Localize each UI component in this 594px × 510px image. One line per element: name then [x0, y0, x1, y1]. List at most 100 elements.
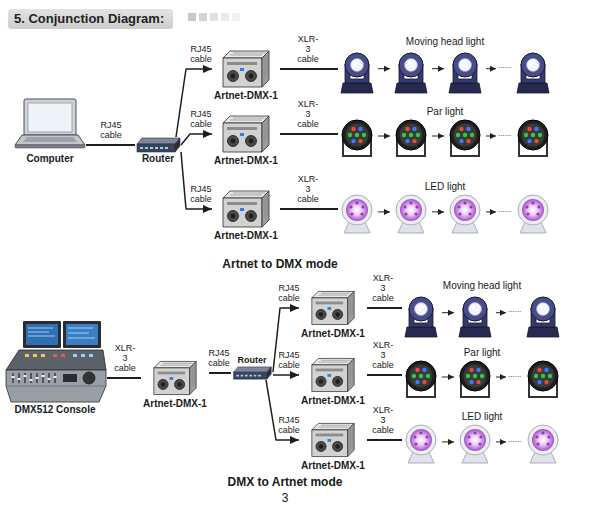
device-label: Artnet-DMX-1: [299, 328, 367, 340]
device-label: DMX512 Console: [3, 404, 107, 416]
cable-label: RJ45 cable: [278, 284, 300, 304]
light-fixture: [395, 53, 427, 93]
rj45-cable: [273, 308, 299, 372]
light-fixture: [528, 425, 558, 463]
cable-label: XLR-3 cable: [114, 344, 136, 374]
chain-arrow: [378, 68, 390, 69]
cable-label: RJ45 cable: [190, 45, 212, 65]
chain-arrow: [442, 312, 454, 313]
laptop-illustration: [14, 97, 86, 153]
artnet-node: Artnet-DMX-1: [212, 48, 280, 102]
device-label: Router: [231, 355, 273, 366]
rj45-cable: [273, 374, 299, 376]
light-fixture: [460, 361, 490, 397]
cable-label: RJ45 cable: [100, 121, 122, 141]
light-fixture: [406, 361, 436, 397]
light-chain-illustration: [402, 359, 562, 399]
cable-label: RJ45 cable: [190, 185, 212, 205]
artnet-device: [223, 191, 269, 227]
router-node: Router: [231, 355, 273, 380]
chain-arrow: [432, 136, 444, 137]
xlr3-cable: [367, 374, 402, 376]
light-fixture: [342, 120, 372, 156]
light-chain-illustration: [338, 48, 552, 94]
cable-label: RJ45 cable: [190, 110, 212, 130]
mode-caption: Artnet to DMX mode: [222, 257, 337, 271]
chain-arrow: [496, 377, 506, 378]
ellipsis-dots: ......: [508, 306, 521, 314]
artnet-device: [312, 291, 354, 324]
device-label: Par light: [338, 106, 552, 118]
light-fixture: [518, 120, 548, 156]
chain-arrow: [486, 136, 496, 137]
artnet-illustration: [310, 420, 356, 460]
device-label: Computer: [14, 153, 86, 165]
artnet-node: Artnet-DMX-1: [212, 188, 280, 242]
ellipsis-dots: ......: [508, 371, 521, 379]
artnet-illustration: [221, 113, 271, 155]
rj45-cable: [86, 144, 135, 146]
device-label: LED light: [402, 411, 562, 423]
device-label: Artnet-DMX-1: [141, 398, 209, 410]
light-chain-illustration: [338, 118, 552, 158]
section-title: 5. Conjunction Diagram:: [8, 9, 173, 29]
light-group: LED light: [402, 411, 562, 465]
artnet-device: [223, 116, 269, 152]
chain-arrow: [432, 68, 444, 69]
rj45-cable: [266, 380, 299, 440]
artnet-node: Artnet-DMX-1: [141, 358, 209, 410]
artnet-device: [154, 361, 196, 394]
xlr3-cable: [280, 68, 338, 70]
xlr3-cable: [367, 439, 402, 441]
artnet-device: [223, 51, 269, 87]
page-number: 3: [282, 491, 289, 505]
computer-node: Computer: [14, 97, 86, 165]
cable-label: XLR-3 cable: [297, 100, 319, 130]
fade-square: [188, 13, 196, 21]
light-fixture: [341, 53, 373, 93]
ellipsis-dots: ......: [498, 130, 511, 138]
chain-arrow: [442, 377, 454, 378]
chain-arrow: [378, 136, 390, 137]
chain-arrow: [486, 68, 496, 69]
xlr3-cable: [107, 377, 141, 379]
chain-arrow: [442, 441, 454, 442]
light-fixture: [396, 195, 426, 233]
light-group: Par light: [402, 347, 562, 399]
device-label: Artnet-DMX-1: [299, 460, 367, 472]
mode-caption: DMX to Artnet mode: [228, 475, 343, 489]
rj45-cable: [176, 69, 212, 137]
cable-label: XLR-3 cable: [297, 175, 319, 205]
router-illustration: [135, 137, 181, 153]
cable-label: XLR-3 cable: [372, 341, 394, 371]
light-group: LED light: [338, 181, 552, 235]
light-group: Moving head light: [402, 280, 562, 338]
device-label: Router: [135, 153, 181, 165]
artnet-node: Artnet-DMX-1: [212, 113, 280, 167]
fade-square: [232, 13, 240, 21]
rj45-cable: [181, 152, 212, 209]
device-label: Moving head light: [402, 280, 562, 292]
router-device: [234, 367, 272, 379]
light-fixture: [517, 53, 549, 93]
device-label: Artnet-DMX-1: [212, 155, 280, 167]
artnet-device: [312, 423, 354, 456]
fade-square: [210, 13, 218, 21]
console-illustration: [3, 320, 107, 404]
fade-square: [199, 13, 207, 21]
light-fixture: [450, 120, 480, 156]
light-chain-illustration: [338, 193, 552, 235]
light-fixture: [528, 361, 558, 397]
artnet-illustration: [152, 358, 198, 398]
router-illustration: [231, 366, 273, 380]
device-label: Artnet-DMX-1: [212, 230, 280, 242]
artnet-illustration: [221, 188, 271, 230]
fade-square: [221, 13, 229, 21]
artnet-device: [312, 358, 354, 391]
light-fixture: [396, 120, 426, 156]
light-fixture: [460, 425, 490, 463]
cable-label: XLR-3 cable: [297, 35, 319, 65]
light-fixture: [527, 297, 559, 337]
xlr3-cable: [280, 208, 338, 210]
